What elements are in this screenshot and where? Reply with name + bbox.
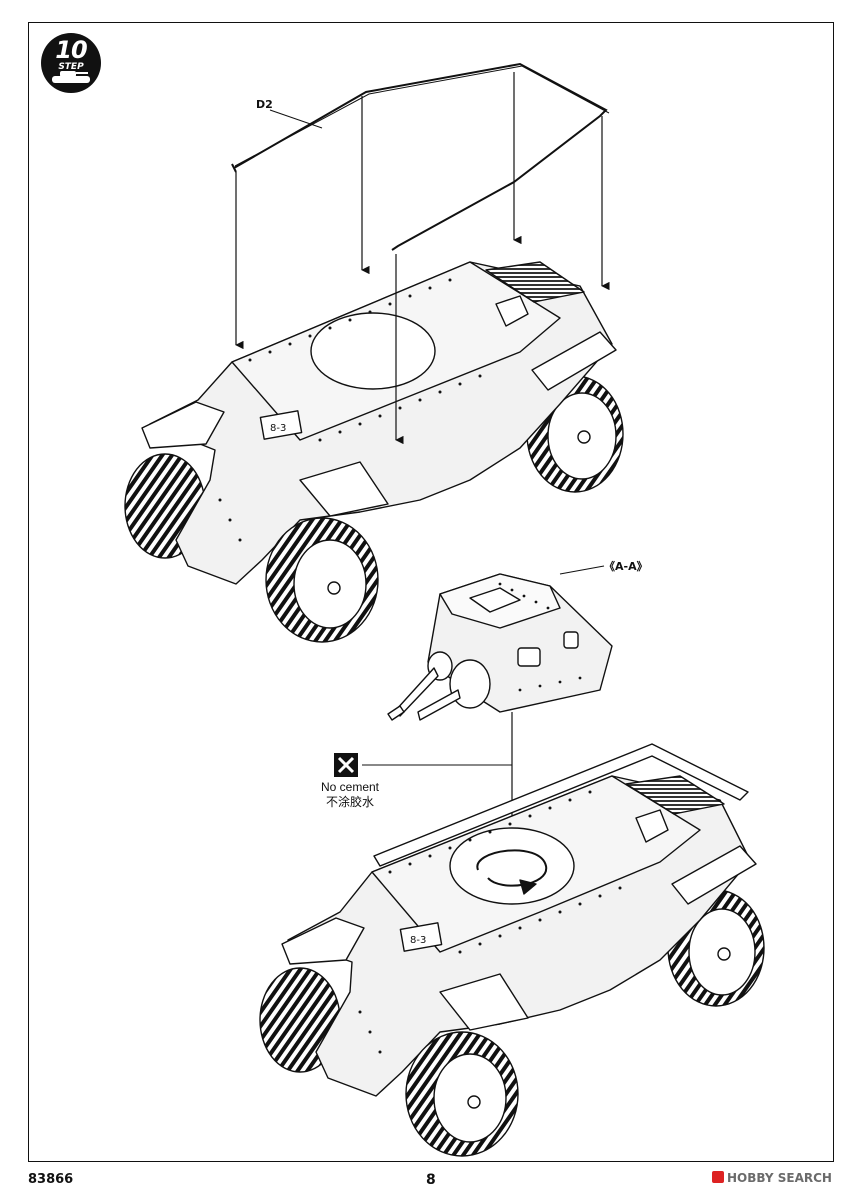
no-cement-note: No cement 不涂胶水 [300,780,400,810]
watermark: HOBBY SEARCH [712,1171,832,1185]
front-right-wheel [265,517,379,643]
turret-detail [387,565,613,721]
roof-rail-arrows [235,72,610,445]
roof-rail-d2 [231,62,610,251]
top-engine-grille [485,261,585,303]
no-cement-icon [333,752,359,778]
page-number: 8 [426,1172,436,1188]
part-label-d2: D2 [256,98,273,111]
no-cement-en: No cement [320,780,380,794]
bottom-front-right-wheel [405,1031,519,1157]
page-frame [28,22,834,1162]
bottom-turret-ring [449,827,575,905]
hobby-search-logo-icon [712,1171,724,1183]
bottom-vehicle: 8-3 [259,743,765,1157]
svg-text:8-3: 8-3 [410,935,426,946]
detail-view-label: 《A-A》 [604,560,648,573]
step-badge: 10 STEP [40,32,102,94]
step-badge-icon [41,33,101,93]
kit-code: 83866 [28,1172,74,1187]
step-word: STEP [58,62,84,72]
no-cement-cn: 不涂胶水 [325,795,374,809]
svg-text:8-3: 8-3 [270,423,286,434]
top-turret-ring [310,312,436,390]
watermark-text: HOBBY SEARCH [727,1171,832,1185]
step-number: 10 [55,36,87,64]
